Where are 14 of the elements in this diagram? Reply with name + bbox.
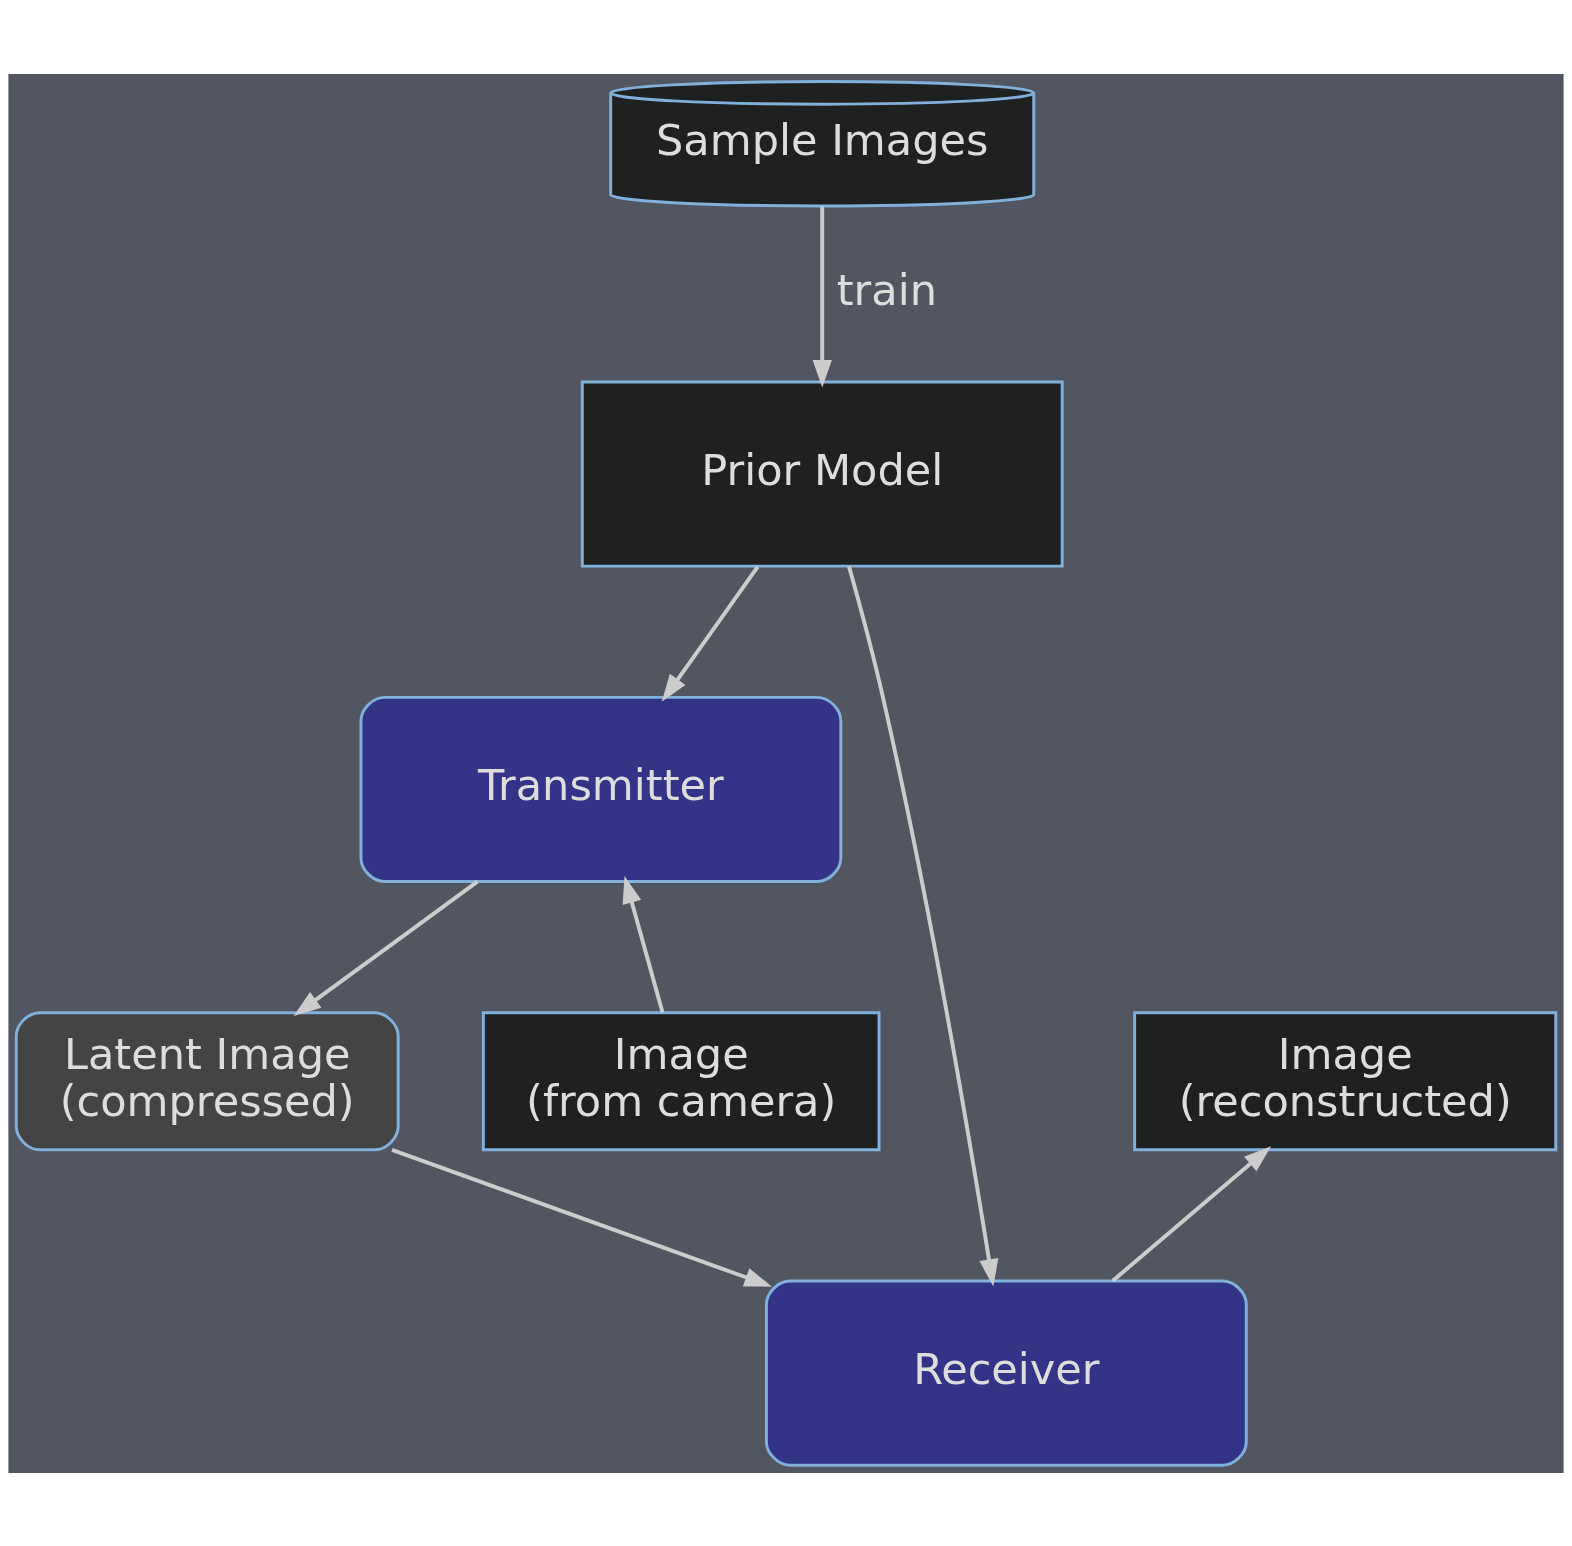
arrow [622,875,665,1013]
node-box: Transmitter [359,695,843,883]
arrow [812,205,832,388]
node-box: Image (from camera) [481,1010,881,1151]
node-box: Prior Model [580,380,1064,568]
arrow [391,1147,772,1287]
edge-label: train [836,264,938,315]
arrow [293,879,479,1016]
arrow [847,565,999,1287]
node-box: Receiver [764,1279,1248,1467]
arrow [1111,1145,1272,1282]
node-box: Latent Image (compressed) [14,1010,400,1151]
arrow [661,565,760,702]
node-box: Image (reconstructed) [1133,1010,1558,1151]
